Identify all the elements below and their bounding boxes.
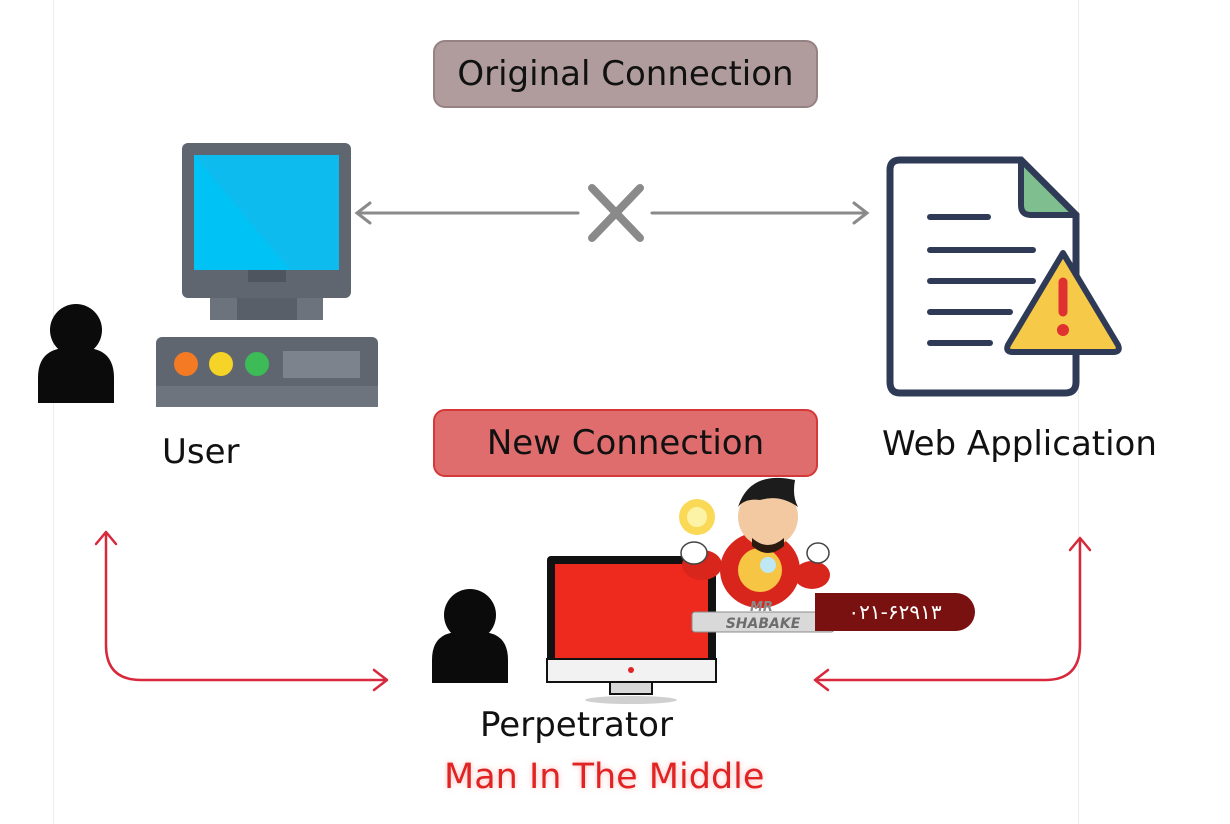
web-application-label: Web Application — [882, 424, 1157, 464]
phone-number: ۰۲۱-۶۲۹۱۳ — [848, 600, 942, 624]
new-connection-arrows — [94, 530, 1092, 692]
phone-badge: ۰۲۱-۶۲۹۱۳ — [815, 593, 975, 631]
left-guide-line — [53, 0, 54, 824]
new-connection-pill: New Connection — [433, 409, 818, 477]
right-guide-line — [1078, 0, 1079, 824]
new-connection-label: New Connection — [486, 423, 765, 463]
original-connection-pill: Original Connection — [433, 40, 818, 108]
mitm-label: Man In The Middle — [444, 757, 765, 797]
perpetrator-label: Perpetrator — [480, 705, 673, 745]
original-connection-label: Original Connection — [457, 54, 794, 94]
original-connection-arrows — [354, 201, 870, 225]
svg-text:MR: MR — [750, 600, 773, 615]
svg-text:SHABAKE: SHABAKE — [726, 616, 801, 632]
x-mark-icon — [588, 184, 644, 242]
user-label: User — [162, 432, 240, 472]
